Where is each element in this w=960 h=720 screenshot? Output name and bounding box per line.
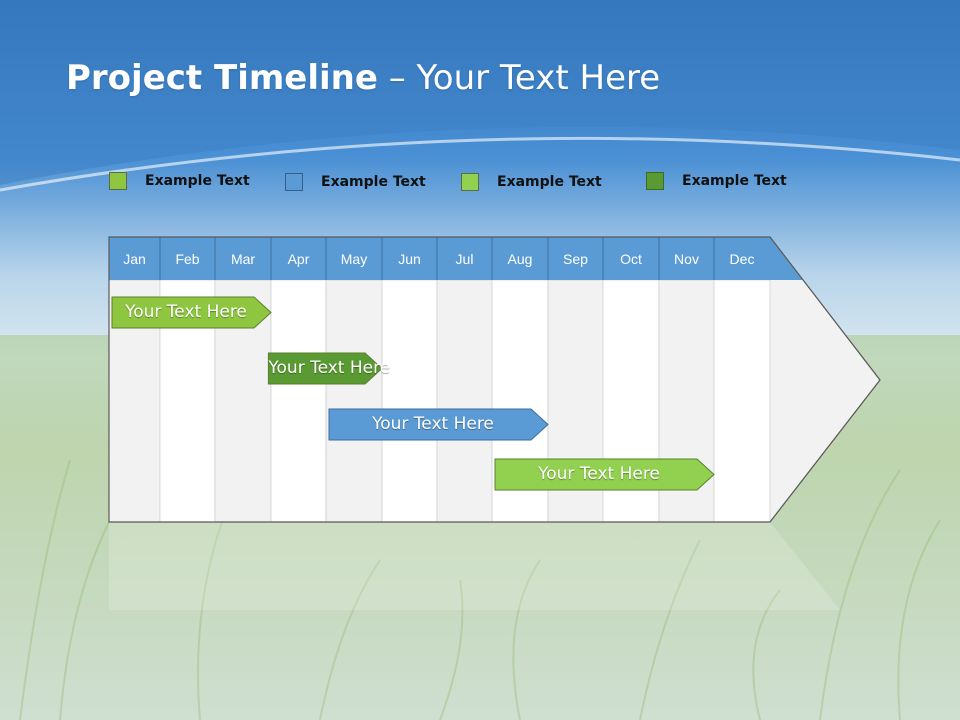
month-label-nov: Nov xyxy=(674,251,699,267)
month-label-oct: Oct xyxy=(620,251,642,267)
legend-swatch-4 xyxy=(646,172,664,190)
legend-label-2: Example Text xyxy=(321,174,426,190)
task-label-3: Your Text Here xyxy=(372,414,494,434)
title-rest: – Your Text Here xyxy=(377,58,661,98)
month-column-5 xyxy=(325,279,383,523)
legend-label-1: Example Text xyxy=(145,173,250,189)
month-label-may: May xyxy=(340,251,368,267)
legend-swatch-3 xyxy=(461,173,479,191)
task-bar-4 xyxy=(494,458,715,491)
month-column-4 xyxy=(270,279,327,523)
month-column-7 xyxy=(436,279,493,523)
month-label-jul: Jul xyxy=(455,251,474,267)
legend-swatch-1 xyxy=(109,172,127,190)
legend-swatch-2 xyxy=(285,173,303,191)
task-bar-2 xyxy=(267,352,383,385)
task-label-4: Your Text Here xyxy=(538,464,660,484)
timeline-reflection xyxy=(109,522,840,610)
month-column-12 xyxy=(713,279,771,523)
title-bold: Project Timeline xyxy=(66,58,378,98)
month-label-jun: Jun xyxy=(398,251,421,267)
legend-item-2: Example Text xyxy=(285,172,426,192)
slide-title: Project Timeline – Your Text Here xyxy=(66,58,660,98)
month-label-aug: Aug xyxy=(507,251,533,267)
month-label-feb: Feb xyxy=(175,251,200,267)
month-column-6 xyxy=(381,279,438,523)
month-header-bar xyxy=(109,237,770,280)
month-label-apr: Apr xyxy=(287,251,310,267)
month-label-sep: Sep xyxy=(563,251,588,267)
task-bar-3 xyxy=(328,408,549,441)
legend-label-4: Example Text xyxy=(682,173,787,189)
legend-label-3: Example Text xyxy=(497,174,602,190)
task-label-1: Your Text Here xyxy=(125,302,247,322)
month-label-dec: Dec xyxy=(729,251,755,267)
legend-item-1: Example Text xyxy=(109,171,250,191)
month-label-jan: Jan xyxy=(123,251,146,267)
legend-item-4: Example Text xyxy=(646,171,787,191)
task-bar-1 xyxy=(111,296,272,329)
legend-item-3: Example Text xyxy=(461,172,602,192)
task-label-2: Your Text Here xyxy=(268,358,391,378)
timeline-arrow-outline xyxy=(108,236,881,523)
month-label-mar: Mar xyxy=(230,251,256,267)
